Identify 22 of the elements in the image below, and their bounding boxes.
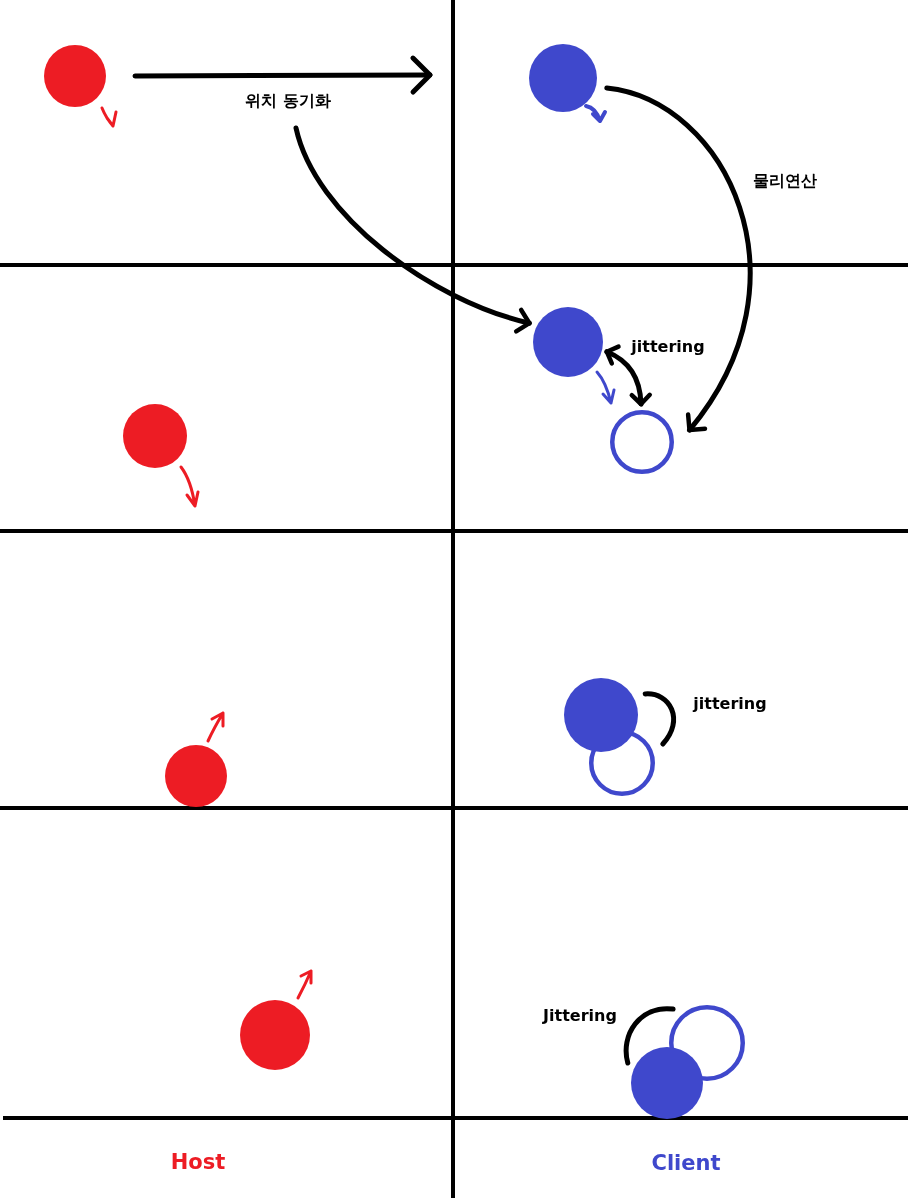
filled-circle: [123, 404, 187, 468]
hollow-circle: [610, 410, 674, 474]
curved-arrow: [293, 125, 532, 334]
edge-label: jittering: [629, 337, 707, 357]
text-label: 위치 동기화: [245, 91, 331, 111]
filled-circle: [529, 44, 597, 112]
edge-label: Jittering: [541, 1006, 619, 1026]
edge-label: 물리연산: [751, 171, 819, 191]
filled-circle: [533, 307, 603, 377]
edge-label: jittering: [691, 694, 769, 714]
curved-arrow: [604, 85, 753, 433]
arrow: [132, 55, 433, 95]
filled-circle: [44, 45, 106, 107]
filled-circle: [564, 678, 638, 752]
filled-circle: [165, 745, 227, 807]
curved-line: [623, 1006, 676, 1066]
column-heading: Host: [170, 1150, 226, 1176]
filled-circle: [240, 1000, 310, 1070]
double-arrow: [604, 344, 652, 407]
column-heading: Client: [651, 1151, 721, 1177]
hollow-circle: [589, 730, 655, 796]
filled-circle: [631, 1047, 703, 1119]
